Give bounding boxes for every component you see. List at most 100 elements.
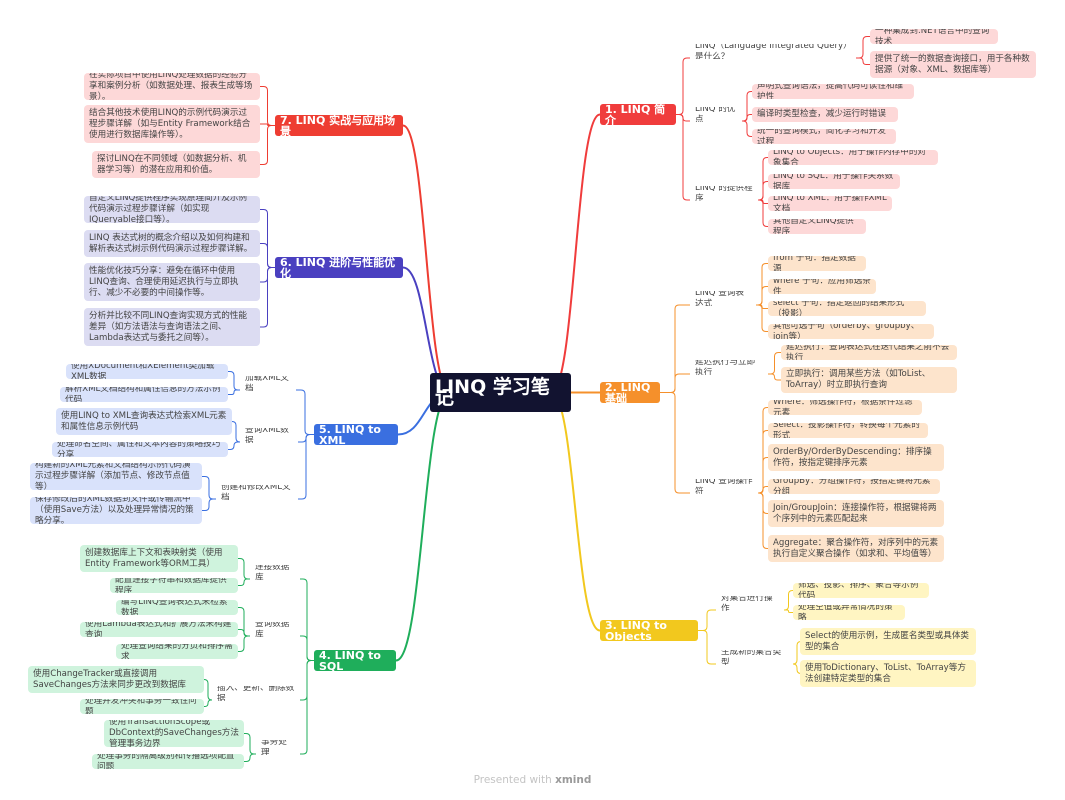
- leaf-topic[interactable]: Aggregate：聚合操作符，对序列中的元素执行自定义聚合操作（如求和、平均值…: [768, 535, 944, 562]
- subtopic-2-1[interactable]: LINQ 查询表达式: [695, 291, 745, 306]
- subtopic-4-2[interactable]: 查询数据库: [255, 622, 290, 637]
- subtopic-line: [298, 434, 314, 500]
- leaf-topic[interactable]: 使用LINQ to XML查询表达式检索XML元素和属性信息示例代码: [56, 408, 232, 435]
- leaf-line: [856, 57, 870, 65]
- subtopic-line: [698, 630, 716, 665]
- leaf-topic[interactable]: 一种集成到.NET语言中的查询技术: [870, 29, 998, 44]
- subtopic-3-2[interactable]: 生成新的集合类型: [721, 650, 782, 665]
- subtopic-4-4[interactable]: 事务处理: [261, 740, 287, 755]
- subtopic-4-3[interactable]: 插入、更新、删除数据: [217, 686, 295, 701]
- leaf-topic[interactable]: LINQ to XML：用于操作XML文档: [768, 196, 892, 211]
- leaf-line: [238, 578, 250, 586]
- leaf-topic[interactable]: 处理并发冲突和事务一致性问题: [80, 699, 204, 714]
- leaf-topic[interactable]: 处理命名空间、属性和文本内容的策略技巧分享: [52, 442, 228, 457]
- leaf-topic[interactable]: 处理空值或异常情况的策略: [793, 605, 905, 620]
- leaf-line: [203, 679, 213, 701]
- leaf-line: [228, 389, 240, 395]
- leaf-line: [260, 123, 275, 126]
- leaf-line: [228, 441, 240, 450]
- subtopic-line: [300, 660, 314, 755]
- leaf-topic[interactable]: LINQ to Objects：用于操作内存中的对象集合: [768, 150, 938, 165]
- leaf-topic[interactable]: 声明式查询语法，提高代码可读性和维护性: [752, 84, 914, 99]
- leaf-topic[interactable]: 编译时类型检查，减少运行时错误: [752, 107, 898, 122]
- subtopic-5-1[interactable]: 加载XML文档: [245, 376, 289, 391]
- leaf-topic[interactable]: select 子句：指定返回的结果形式（投影）: [768, 301, 926, 316]
- branch-topic-7[interactable]: 7. LINQ 实战与应用场景: [275, 115, 403, 136]
- leaf-line: [204, 699, 212, 707]
- branch-topic-5[interactable]: 5. LINQ to XML: [314, 424, 398, 445]
- leaf-topic[interactable]: 使用TransactionScope或DbContext的SaveChanges…: [104, 720, 244, 747]
- subtopic-5-3[interactable]: 创建和修改XML文档: [221, 485, 291, 500]
- leaf-line: [238, 558, 250, 580]
- leaf-line: [231, 421, 241, 443]
- footer-brand: xmind: [555, 774, 592, 786]
- leaf-topic[interactable]: 结合其他技术使用LINQ的示例代码演示过程步骤详解（如与Entity Frame…: [84, 105, 260, 143]
- leaf-line: [202, 498, 216, 511]
- leaf-topic[interactable]: 使用Lambda表达式和扩展方法来构建查询: [80, 622, 238, 637]
- branch-topic-3[interactable]: 3. LINQ to Objects: [600, 620, 698, 641]
- leaf-topic[interactable]: LINQ to SQL：用于操作关系数据库: [768, 174, 900, 189]
- leaf-topic[interactable]: LINQ 表达式树的概念介绍以及如何构建和解析表达式树示例代码演示过程步骤详解。: [84, 230, 260, 257]
- leaf-line: [758, 199, 768, 227]
- subtopic-line: [676, 114, 690, 201]
- leaf-topic[interactable]: 统一的查询模式，简化学习和开发过程: [752, 129, 896, 144]
- leaf-topic[interactable]: 提供了统一的数据查询接口，用于各种数据源（对象、XML、数据库等）: [870, 51, 1036, 78]
- leaf-topic[interactable]: 性能优化技巧分享：避免在循环中使用LINQ查询、合理使用延迟执行与立即执行、减少…: [84, 263, 260, 301]
- footer-prefix: Presented with: [473, 774, 552, 786]
- leaf-topic[interactable]: 处理查询结果的分页和排序需求: [116, 644, 238, 659]
- leaf-topic[interactable]: 解析XML文档结构和属性信息的方法示例代码: [60, 387, 228, 402]
- leaf-topic[interactable]: OrderBy/OrderByDescending：排序操作符，按指定键排序元素: [768, 444, 944, 471]
- leaf-line: [784, 609, 793, 613]
- leaf-topic[interactable]: 保存修改后的XML数据到文件或传输流中（使用Save方法）以及处理异常情况的策略…: [30, 497, 202, 524]
- leaf-topic[interactable]: 立即执行：调用某些方法（如ToList、ToArray）时立即执行查询: [781, 367, 957, 393]
- leaf-topic[interactable]: Select：投影操作符，转换每个元素的形式: [768, 423, 928, 438]
- leaf-line: [238, 635, 250, 652]
- leaf-topic[interactable]: 筛选、投影、排序、聚合等示例代码: [793, 583, 929, 598]
- leaf-topic[interactable]: from 子句：指定数据源: [768, 256, 866, 271]
- subtopic-3-1[interactable]: 对集合进行操作: [721, 596, 773, 611]
- subtopic-2-3[interactable]: LINQ 查询操作符: [695, 479, 753, 494]
- leaf-line: [260, 243, 275, 268]
- leaf-line: [756, 286, 768, 306]
- leaf-topic[interactable]: 其他自定义LINQ提供程序: [768, 219, 866, 234]
- leaf-topic[interactable]: 分析并比较不同LINQ查询实现方式的性能差异（如方法语法与查询语法之间、Lamb…: [84, 308, 260, 346]
- branch-topic-4[interactable]: 4. LINQ to SQL: [314, 650, 396, 671]
- branch-topic-6[interactable]: 6. LINQ 进阶与性能优化: [275, 257, 403, 278]
- subtopic-5-2[interactable]: 查询XML数据: [245, 428, 289, 443]
- leaf-topic[interactable]: 自定义LINQ提供程序实现原理简介及示例代码演示过程步骤详解（如实现IQuery…: [84, 196, 260, 223]
- leaf-topic[interactable]: 使用XDocument和XElement类加载XML数据: [66, 364, 228, 379]
- leaf-line: [202, 476, 216, 500]
- leaf-line: [784, 590, 793, 611]
- leaf-line: [260, 125, 275, 165]
- leaf-topic[interactable]: GroupBy：分组操作符，按指定键将元素分组: [768, 479, 940, 494]
- leaf-topic[interactable]: 探讨LINQ在不同领域（如数据分析、机器学习等）的潜在应用和价值。: [92, 151, 260, 178]
- leaf-topic[interactable]: 编写LINQ查询表达式来检索数据: [116, 600, 238, 615]
- footer: Presented with xmind: [0, 774, 1065, 786]
- subtopic-1-1[interactable]: LINQ（Language Integrated Query）是什么？: [695, 44, 848, 59]
- leaf-line: [758, 181, 768, 201]
- leaf-topic[interactable]: 在实际项目中使用LINQ处理数据的经验分享和案例分析（如数据处理、报表生成等场景…: [84, 73, 260, 100]
- branch-topic-1[interactable]: 1. LINQ 简介: [600, 104, 676, 125]
- root-topic[interactable]: LINQ 学习笔记: [430, 373, 571, 412]
- leaf-topic[interactable]: 构建新的XML元素和文档结构示例代码演示过程步骤详解（添加节点、修改节点值等）: [30, 463, 202, 490]
- subtopic-1-3[interactable]: LINQ 的提供程序: [695, 186, 753, 201]
- leaf-line: [792, 663, 802, 674]
- subtopic-1-2[interactable]: LINQ 的优点: [695, 107, 736, 122]
- leaf-topic[interactable]: 配置连接字符串和数据库提供程序: [110, 578, 238, 593]
- branch-topic-2[interactable]: 2. LINQ 基础: [600, 382, 660, 403]
- leaf-topic[interactable]: 延迟执行：查询表达式在迭代结果之前不会执行: [781, 345, 957, 360]
- leaf-topic[interactable]: 创建数据库上下文和表映射类（使用Entity Framework等ORM工具）: [80, 545, 238, 572]
- leaf-topic[interactable]: Join/GroupJoin：连接操作符，根据键将两个序列中的元素匹配起来: [768, 500, 944, 527]
- leaf-topic[interactable]: 处理事务的隔离级别和传播选项配置问题: [92, 754, 244, 769]
- subtopic-4-1[interactable]: 连接数据库: [255, 565, 290, 580]
- leaf-topic[interactable]: 使用ChangeTracker或直接调用SaveChanges方法来同步更改到数…: [28, 666, 204, 693]
- subtopic-2-2[interactable]: 延迟执行与立即执行: [695, 360, 756, 375]
- leaf-topic[interactable]: Where：筛选操作符，根据条件过滤元素: [768, 400, 922, 415]
- leaf-topic[interactable]: 其他可选子句（orderby、groupby、join等）: [768, 324, 934, 339]
- leaf-topic[interactable]: where 子句：应用筛选条件: [768, 279, 876, 294]
- leaf-line: [228, 371, 240, 391]
- leaf-line: [758, 492, 768, 549]
- leaf-topic[interactable]: Select的使用示例，生成匿名类型或具体类型的集合: [800, 628, 976, 655]
- subtopic-line: [300, 635, 314, 661]
- leaf-topic[interactable]: 使用ToDictionary、ToList、ToArray等方法创建特定类型的集…: [800, 660, 976, 687]
